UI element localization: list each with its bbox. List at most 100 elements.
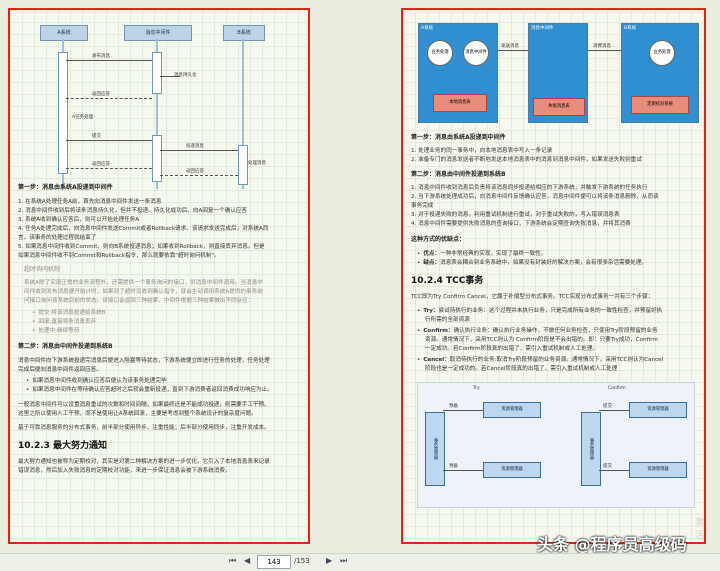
cons-item: 缺点：消息表会耦合到业务系统中，如果没有封装好的解决方案，会有很多杂活需要处理。 [417,259,647,268]
arrow-commit-1 [599,410,629,411]
watermark-activate: 激活 [695,518,705,541]
arrow-commit [66,140,152,141]
step2-item: 如果消息中间件在等待确认应答超时之后就会重新投递，直到下游消费者返回消费成功响应… [26,386,273,395]
arrow-publish [66,60,152,61]
tcc-try: Try：尝试待执行的业务：这个过程并未执行业务，只是完成所有业务的一致性检查，并… [417,307,662,316]
tcc-line: 资源。通常情况下，采用TCC则认为 Confirm阶段是不会出错的。即：只要Tr… [425,337,658,343]
col-message-middleware: 消息中间件 [124,25,192,41]
r-step2-line: 3. 对于投递失败的消息，利用重试机制进行重试，对于重试失败的，写入错误消息表 [411,212,620,218]
step1-line: 1. 在系统A处理任务A前，首先向消息中间件发送一条消息 [18,199,162,205]
msg-reply-3: 返回应答 [92,162,110,167]
step1-line: 2. 消息中间件收到后将该条消息持久化，但并不投递。持久化成功后，向A回复一个确… [18,208,248,214]
msg-commit: 提交 [92,134,101,139]
timeout-line: 间件收到发布消息便开始计时，如果到了超时没收到确认指令，就会主动调用系统A提供的… [24,289,263,295]
para4: 基于可靠消息服务的分布式事务，前半部分使用异步，注重性能；后半部分使用同步，注重… [18,425,270,431]
r-step2-title: 第二步：消息由中间件投递到系统B [411,171,506,178]
rm-right-2: 资源管理器 [629,462,687,478]
step1-line: 言，该事务的处理过程就结束了 [18,235,97,241]
mq-circle-a: 消息中间件 [463,40,489,66]
section-10-2-4: 10.2.4 TCC事务 [411,276,484,286]
arrow-deliver [160,150,238,151]
arrow-consume-label: 消费消息 [593,44,611,49]
arrow-send [498,50,528,51]
msg-handle: 处理消息 [248,161,266,166]
right-page: A系统 业务处理 消息中间件 本地消息表 消息中间件 失败消息表 B系统 业务处… [401,8,706,544]
next-page-icon[interactable]: ▶ [326,556,333,565]
pros-title: 这种方式的优缺点： [411,236,466,243]
local-message-table: 本地消息表 [433,94,487,112]
rm-right-1: 资源管理器 [629,402,687,418]
col-a-system: A系统 [40,25,88,41]
biz-circle-a: 业务处理 [427,40,453,66]
periodic-check-system: 定期校对系统 [631,96,689,114]
msg-reply-1: 返回应答 [92,92,110,97]
para3: 这里之所以使用人工干预，而不是使用让A系统回滚，主要是考虑到整个系统设计的复杂度… [18,411,257,417]
step2-intro: 完成后便向消息中间件返回应答。 [18,367,102,373]
left-page: A系统 消息中间件 B系统 发布消息 消息持久化 返回应答 A任务处理 提交 投… [8,8,310,544]
op-label: 预备 [449,404,458,409]
first-page-icon[interactable]: ⏮ [229,556,237,565]
mq-box-label: 消息中间件 [531,26,554,31]
section-text: 最大努力通知也被称为定期校对，其实是对第二种解决方案的进一步优化。它引入了本地消… [18,459,270,465]
coordinator-left: 事务管理器 [425,412,445,486]
r-step2-line: 2. 当下游系统处理成功后，向消息中间件反馈确认应答，消息中间件便可以将该条消息… [411,194,659,200]
msg-reply-2: 返回应答 [186,169,204,174]
arrow-prepare-2 [443,470,483,471]
section-text: 错误消息，然后加入失败消息的定期校对功能，来进一步保证消息会被下游系统消费。 [18,468,231,474]
a-system-label: A系统 [421,26,434,31]
tcc-line: 一定成功。若Confirm阶段真的出错了，需引入重试机制或人工处理。 [425,346,599,352]
step2-title: 第二步：消息由中间件投递到系统B [18,343,113,350]
tcc-line: 阶段也是一定成功的。若Cancel阶段真的出错了，需引入重试机制或人工处理 [425,366,618,372]
fail-message-table: 失败消息表 [533,98,585,116]
step2-intro: 消息中间件向下游系统投递完消息后便进入阻塞等待状态，下游系统便立即进行任务的处理… [18,358,270,364]
para3: 一般消息中间件可以设置消息重试的次数和时间间隔，如果最终还是不能成功投递，则需要… [18,402,270,408]
section-10-2-3: 10.2.3 最大努力通知 [18,441,108,451]
step1-title: 第一步：消息由系统A投递到中间件 [18,184,113,191]
msg-publish: 发布消息 [92,54,110,59]
timeout-title: 超时询问机制 [24,266,61,273]
arrow-consume [588,50,621,51]
activation-a [58,52,68,174]
arrow-reply-2 [160,175,238,176]
arrow-reply-1 [66,98,152,99]
arrow-prepare-1 [443,410,483,411]
timeout-item: 提交:将该消息投递给系统B [32,309,105,318]
tcc-cancel: Cancel：取消待执行的业务:取消Try阶段预留的业务资源。通常情况下，采用T… [417,356,663,365]
msg-persist: 消息持久化 [174,73,197,78]
msg-deliver: 投递消息 [186,144,204,149]
last-page-icon[interactable]: ⏭ [340,556,348,565]
op-label: 提交 [603,404,612,409]
pdf-toolbar: ⏮ ◀ 143 /153 ▶ ⏭ [0,553,720,571]
tcc-intro: TCC即为Try Confirm Cancel，它属于补偿型分布式事务。TCC实… [411,294,654,300]
r-step2-line: 事务完成 [411,203,434,209]
rm-left-1: 资源管理器 [483,402,541,418]
page-number-input[interactable]: 143 [257,555,291,569]
step1-line: 4. 任务A处理完成后，向消息中间件发送Commit或者Rollback请求。该… [18,226,269,232]
page-total: /153 [294,557,310,565]
op-label: 提交 [603,464,612,469]
r-step1-title: 第一步：消息由系统A投递到中间件 [411,134,506,141]
pros-item: 优点：一种非常经典的实现，实现了最终一致性。 [417,250,546,259]
r-step2-line: 1. 消息中间件收到消息后负责将该消息同步投递给相应的下游系统，并触发下游系统的… [411,185,648,191]
activation-b [238,145,248,185]
tcc-confirm-label: Confirm [608,386,626,391]
op-label: 预备 [449,464,458,469]
prev-page-icon[interactable]: ◀ [244,556,251,565]
step1-line: 3. 系统A收到确认应答后，则可以开始处理任务A [18,217,140,223]
arrow-persist [160,76,180,77]
step1-line: 5. 如果消息中间件收到Commit，则向B系统投递消息；如果收到Rollbac… [18,244,265,250]
timeout-item: 回滚:直接将条消息丢弃 [32,318,96,327]
b-system-label: B系统 [624,26,637,31]
msg-a-task: A任务处理 [72,115,94,120]
activation-mq-1 [152,52,162,94]
col-b-system: B系统 [223,25,265,41]
lifeline-b [242,39,244,189]
activation-mq-2 [152,135,162,182]
watermark: 头条 @程序员高级码 [537,535,687,554]
tcc-diagram-bg [417,382,695,508]
coordinator-right: 事务管理器 [581,412,601,486]
r-step1-line: 1. 处理业务的同一事务中，向本地消息表中写入一条记录 [411,148,553,154]
arrow-reply-3 [66,168,152,169]
biz-circle-b: 业务处理 [649,40,675,66]
r-step2-line: 4. 消息中间件需要提供失败消息的查询接口，下游系统会定期查询失败消息，并将其消… [411,221,631,227]
